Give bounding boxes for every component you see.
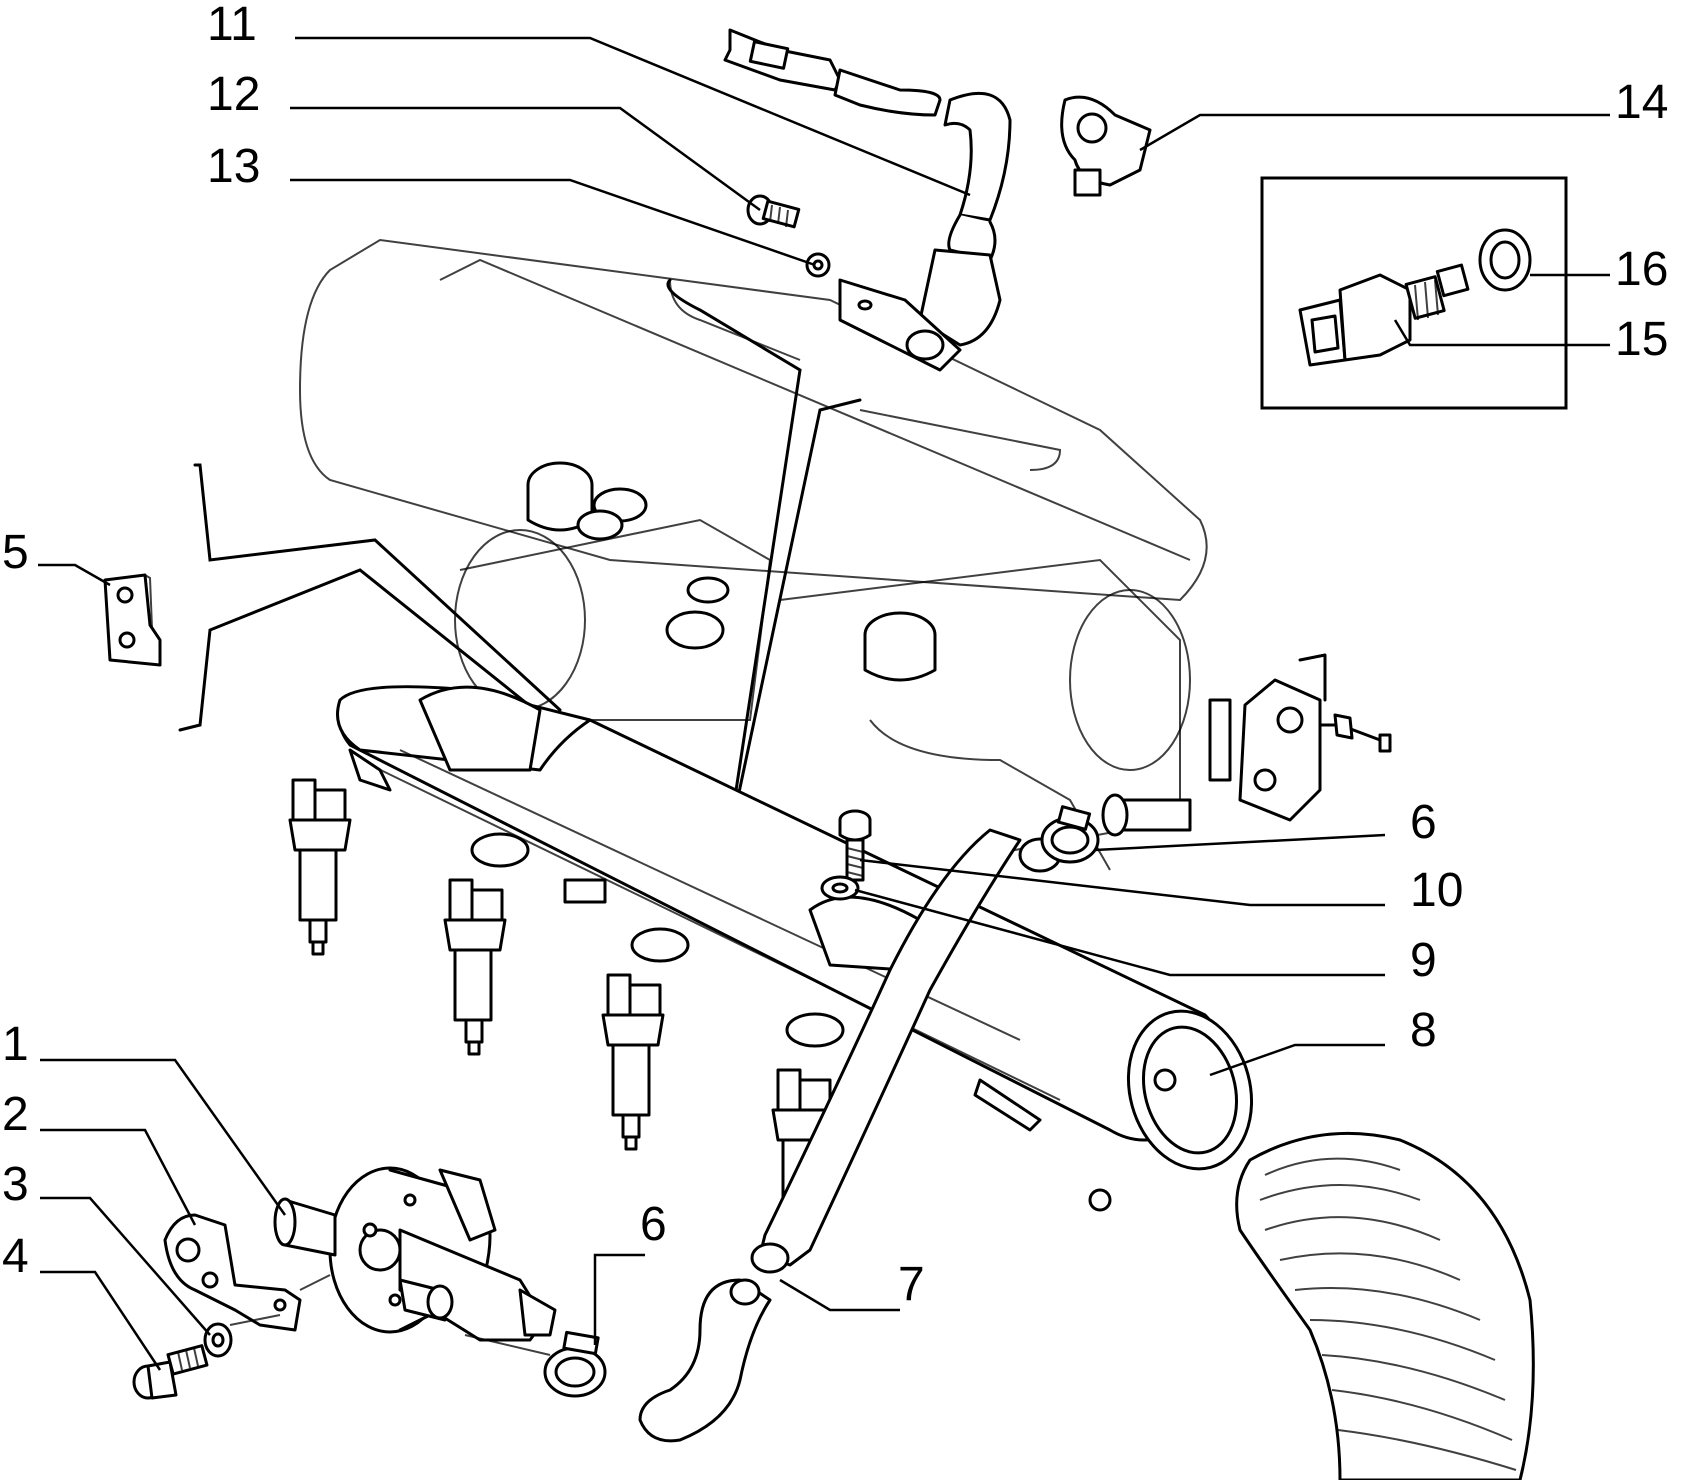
callout-2: 2 [2, 1088, 29, 1141]
bracket-5 [103, 573, 162, 667]
callout-labels: 11 12 13 14 16 15 5 6 10 9 8 7 6 1 2 3 4 [2, 0, 1668, 1311]
callout-11: 11 [207, 0, 257, 51]
callout-9: 9 [1410, 934, 1437, 987]
callout-4: 4 [2, 1230, 29, 1283]
callout-1: 1 [2, 1018, 29, 1071]
leader-3 [40, 1196, 211, 1336]
injector-3 [601, 973, 665, 1151]
callout-14: 14 [1615, 76, 1668, 129]
washer-top [805, 252, 831, 278]
hose-clamp-upper [1040, 805, 1100, 864]
leader-6a [1094, 833, 1386, 852]
corrugated-air-duct [1235, 1131, 1535, 1480]
leader-2 [40, 1128, 197, 1226]
clip [1060, 95, 1152, 197]
bracket-2 [163, 1213, 302, 1332]
leader-14 [1139, 113, 1610, 152]
screw-top [746, 194, 801, 229]
leader-13 [290, 178, 816, 267]
leader-10 [859, 858, 1385, 907]
callout-3: 3 [2, 1158, 29, 1211]
frame-lines [178, 278, 862, 837]
bolt-lower [132, 1344, 209, 1400]
sealing-ring [1478, 228, 1532, 292]
leader-4 [40, 1270, 162, 1371]
injector-1 [288, 778, 352, 956]
leader-9 [854, 888, 1385, 977]
leader-7 [779, 1278, 900, 1312]
callout-7: 7 [898, 1258, 925, 1311]
leader-6b [593, 1253, 645, 1345]
inset-box [1260, 176, 1568, 410]
temperature-sensor [1298, 263, 1470, 367]
fuel-rail-manifold [336, 685, 1254, 1212]
leader-5 [38, 563, 111, 587]
washer-center [820, 875, 860, 901]
injector-2 [443, 878, 507, 1056]
leader-8 [1209, 1043, 1385, 1077]
engine-block [298, 238, 1392, 871]
hose-clamp-lower [543, 1330, 607, 1398]
water-outlet-flange [273, 1166, 557, 1342]
callout-6-lower: 6 [640, 1198, 667, 1251]
leader-11 [295, 36, 971, 197]
callout-12: 12 [207, 68, 260, 121]
callout-8: 8 [1410, 1004, 1437, 1057]
washer-lower [203, 1322, 233, 1358]
coolant-hose [638, 828, 1062, 1443]
callout-16: 16 [1615, 243, 1668, 296]
leader-12 [290, 106, 761, 212]
callout-6-upper: 6 [1410, 796, 1437, 849]
leader-1 [40, 1058, 287, 1216]
callout-5: 5 [2, 526, 29, 579]
leader-lines [38, 36, 1610, 1371]
callout-15: 15 [1615, 313, 1668, 366]
leader-15 [1393, 319, 1610, 347]
callout-13: 13 [207, 140, 260, 193]
wiring-connector [723, 28, 1012, 372]
callout-10: 10 [1410, 864, 1463, 917]
